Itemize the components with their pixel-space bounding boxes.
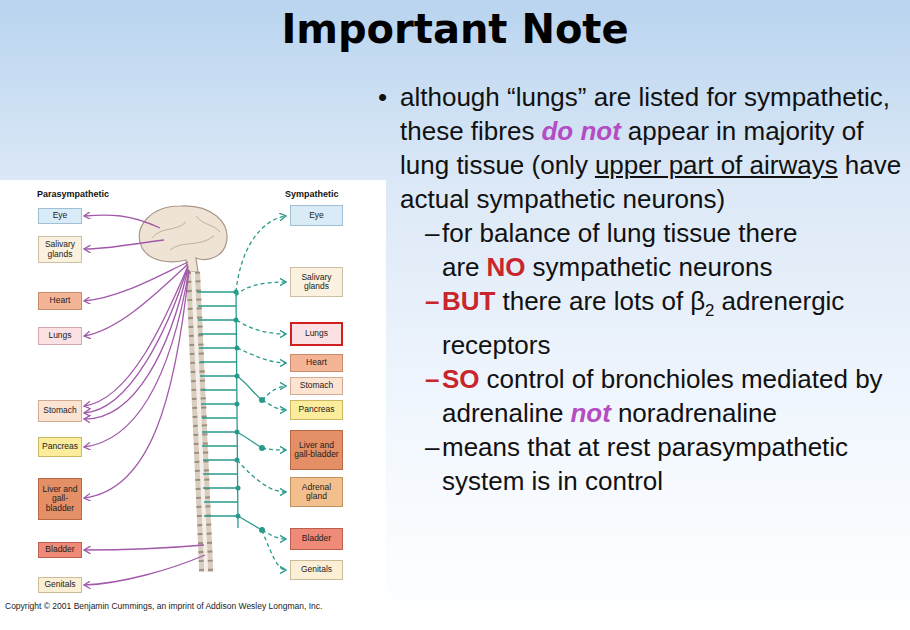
bullet-item: –means that at rest parasympathetic syst… [425, 430, 906, 498]
organ-box: Bladder [290, 528, 343, 550]
organ-box: Stomach [290, 377, 343, 395]
organ-box: Salivary glands [290, 267, 343, 297]
bullet-body: for balance of lung tissue there areNOsy… [442, 216, 906, 284]
bullet-item: •although “lungs” are listed for sympath… [378, 80, 906, 216]
bullet-body: SOcontrol of bronchioles mediated by adr… [442, 362, 906, 430]
vertebrae [193, 272, 206, 572]
note-phrase: noradrenaline [618, 398, 777, 428]
bullet-body: although “lungs” are listed for sympathe… [400, 80, 906, 216]
organ-label: Genitals [44, 580, 75, 589]
organ-label: Stomach [43, 406, 77, 415]
bullet-mark: – [425, 216, 442, 284]
figure-panel [0, 180, 386, 620]
bullet-body: BUTthere are lots ofβ2adrenergic recepto… [442, 284, 906, 362]
note-phrase: 2 [705, 301, 714, 320]
organ-box: Salivary glands [38, 236, 82, 263]
note-phrase: BUT [442, 286, 495, 316]
bullet-item: –BUTthere are lots ofβ2adrenergic recept… [425, 284, 906, 362]
organ-box: Lungs [290, 322, 343, 346]
organ-box: Lungs [38, 327, 82, 345]
organ-box: Bladder [38, 542, 82, 558]
note-phrase: NO [487, 252, 526, 282]
note-phrase: there are lots of [502, 286, 683, 316]
organ-label: Eye [53, 211, 68, 220]
organ-box: Pancreas [38, 437, 82, 457]
spinal-column [193, 272, 206, 572]
bullet-body: means that at rest parasympathetic syste… [442, 430, 906, 498]
organ-label: Pancreas [42, 442, 78, 451]
bullet-mark: – [425, 430, 442, 498]
organ-box: Pancreas [290, 400, 343, 420]
organ-box: Heart [38, 292, 82, 310]
organ-box: Genitals [38, 577, 82, 593]
note-phrase: sympathetic neurons [533, 252, 773, 282]
organ-box: Eye [290, 205, 343, 226]
organ-label: Salivary glands [41, 240, 79, 259]
organ-label: Adrenal gland [293, 483, 340, 502]
organ-label: Bladder [302, 534, 331, 543]
organ-label: Pancreas [299, 405, 335, 414]
organ-label: Lungs [48, 331, 71, 340]
organ-label: Lungs [305, 329, 328, 338]
organ-box: Genitals [290, 560, 343, 580]
ganglia [234, 290, 266, 534]
note-phrase: upper part of airways [595, 150, 838, 180]
copyright-note: Copyright © 2001 Benjamin Cummings, an i… [5, 601, 322, 611]
organ-label: Liver and gall-bladder [41, 485, 79, 513]
note-phrase: SO [442, 364, 480, 394]
organ-label: Eye [309, 211, 324, 220]
bullet-mark: – [425, 284, 442, 362]
organ-label: Heart [50, 296, 71, 305]
organ-box: Adrenal gland [290, 477, 343, 507]
organ-label: Stomach [300, 381, 334, 390]
organ-label: Heart [306, 358, 327, 367]
side-heading: Sympathetic [285, 189, 339, 199]
note-text: •although “lungs” are listed for sympath… [378, 80, 906, 498]
brain-folds [152, 216, 220, 250]
bullet-mark: • [378, 80, 400, 216]
bullet-item: –SOcontrol of bronchioles mediated by ad… [425, 362, 906, 430]
slide-title: Important Note [0, 6, 910, 52]
brain [139, 206, 227, 272]
organ-box: Heart [290, 354, 343, 372]
sympathetic-fibres [236, 216, 286, 570]
note-phrase: means that at rest parasympathetic syste… [442, 432, 848, 496]
organ-label: Liver and gall-bladder [293, 441, 340, 460]
bullet-mark: – [425, 362, 442, 430]
note-phrase: not [570, 398, 610, 428]
organ-box: Liver and gall-bladder [38, 478, 82, 520]
note-phrase: β [690, 286, 705, 316]
organ-box: Liver and gall-bladder [290, 430, 343, 470]
sympathetic-chain [197, 292, 238, 528]
parasympathetic-fibres [84, 215, 205, 585]
organ-label: Genitals [301, 565, 332, 574]
bullet-item: –for balance of lung tissue there areNOs… [425, 216, 906, 284]
preganglionic-fibres [237, 376, 262, 530]
side-heading: Parasympathetic [37, 189, 109, 199]
note-phrase: do not [541, 116, 620, 146]
organ-box: Stomach [38, 400, 82, 422]
spinal-cord [193, 272, 206, 572]
organ-label: Bladder [45, 545, 74, 554]
organ-box: Eye [38, 208, 82, 224]
organ-label: Salivary glands [293, 273, 340, 292]
